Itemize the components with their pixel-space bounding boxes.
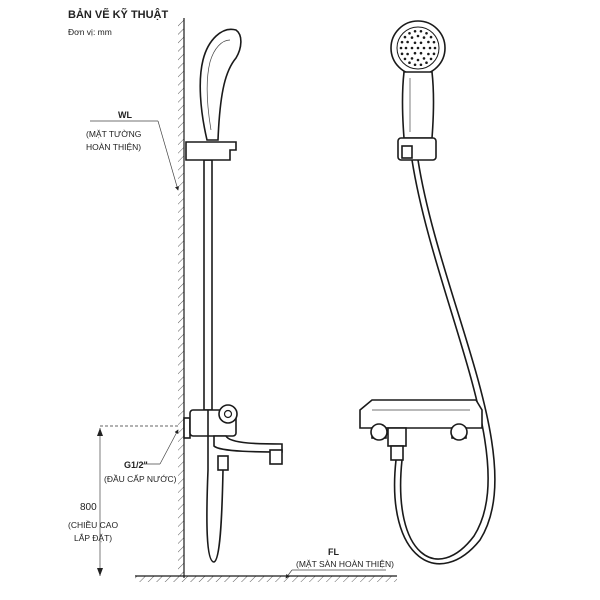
floor-code: FL xyxy=(328,547,339,557)
nozzle-dot xyxy=(403,35,407,39)
nozzle-dot xyxy=(404,46,408,50)
nozzle-dot xyxy=(413,41,417,45)
nozzle-dot xyxy=(408,31,411,35)
finished-floor xyxy=(135,575,397,582)
inlet-desc: (ĐẦU CẤP NƯỚC) xyxy=(104,474,177,484)
nozzle-dot xyxy=(416,46,420,50)
nozzle-dot xyxy=(422,46,426,50)
height-dimension: 800 (CHIỀU CAO LẮP ĐẶT) xyxy=(68,428,118,576)
nozzle-dot xyxy=(428,46,432,50)
nozzle-dot xyxy=(427,40,430,44)
nozzle-dot xyxy=(416,58,420,62)
nozzle-dot xyxy=(403,57,407,61)
nozzle-dot xyxy=(400,52,404,56)
nozzle-dot xyxy=(413,29,417,33)
inlet-callout: G1/2" (ĐẦU CẤP NƯỚC) xyxy=(100,425,179,484)
wall-desc-line2: HOÀN THIỆN) xyxy=(86,142,141,152)
nozzle-dot xyxy=(399,46,403,50)
nozzle-dot xyxy=(406,52,409,56)
wall-desc-line1: (MẶT TƯỜNG xyxy=(86,129,141,139)
nozzle-dot xyxy=(419,51,423,55)
nozzle-dot xyxy=(425,61,428,65)
nozzle-dot xyxy=(410,36,414,39)
nozzle-dot xyxy=(410,46,414,50)
nozzle-dot xyxy=(413,51,417,55)
nozzle-dot xyxy=(422,36,426,39)
finished-wall xyxy=(178,18,185,578)
nozzle-dot xyxy=(410,57,414,60)
hose-front xyxy=(393,159,496,565)
handshower-side xyxy=(199,28,242,141)
height-desc-line2: LẮP ĐẶT) xyxy=(74,533,112,543)
nozzle-dot xyxy=(422,57,426,60)
handshower-front xyxy=(390,20,446,161)
nozzle-dot xyxy=(432,52,436,56)
unit-note: Đơn vị: mm xyxy=(68,27,112,37)
nozzle-dot xyxy=(432,40,436,44)
nozzle-dot xyxy=(429,57,433,61)
nozzle-dot xyxy=(419,41,423,45)
nozzle-dot xyxy=(425,31,428,35)
hose-side xyxy=(206,410,224,563)
mixer-side xyxy=(183,404,283,471)
nozzle-dot xyxy=(416,34,420,38)
nozzle-dot xyxy=(419,29,423,33)
drawing-title: BẢN VẼ KỸ THUẬT xyxy=(68,8,169,21)
nozzle-dot xyxy=(406,40,409,44)
nozzle-dot xyxy=(413,63,417,67)
floor-desc: (MẶT SÀN HOÀN THIỆN) xyxy=(296,559,394,569)
inlet-code: G1/2" xyxy=(124,460,148,470)
nozzle-dot xyxy=(408,61,411,65)
floor-callout: FL (MẶT SÀN HOÀN THIỆN) xyxy=(285,547,394,579)
wall-code: WL xyxy=(118,110,132,120)
height-desc-line1: (CHIỀU CAO xyxy=(68,520,118,530)
slide-rail-side xyxy=(185,141,237,411)
wall-callout: WL (MẶT TƯỜNG HOÀN THIỆN) xyxy=(86,110,180,191)
mixer-front xyxy=(359,399,483,461)
nozzle-dot xyxy=(433,46,437,50)
nozzle-dot xyxy=(427,52,430,56)
nozzle-dot xyxy=(429,35,433,39)
height-value: 800 xyxy=(80,502,97,513)
nozzle-dot xyxy=(419,63,423,67)
nozzle-dot xyxy=(400,40,404,44)
